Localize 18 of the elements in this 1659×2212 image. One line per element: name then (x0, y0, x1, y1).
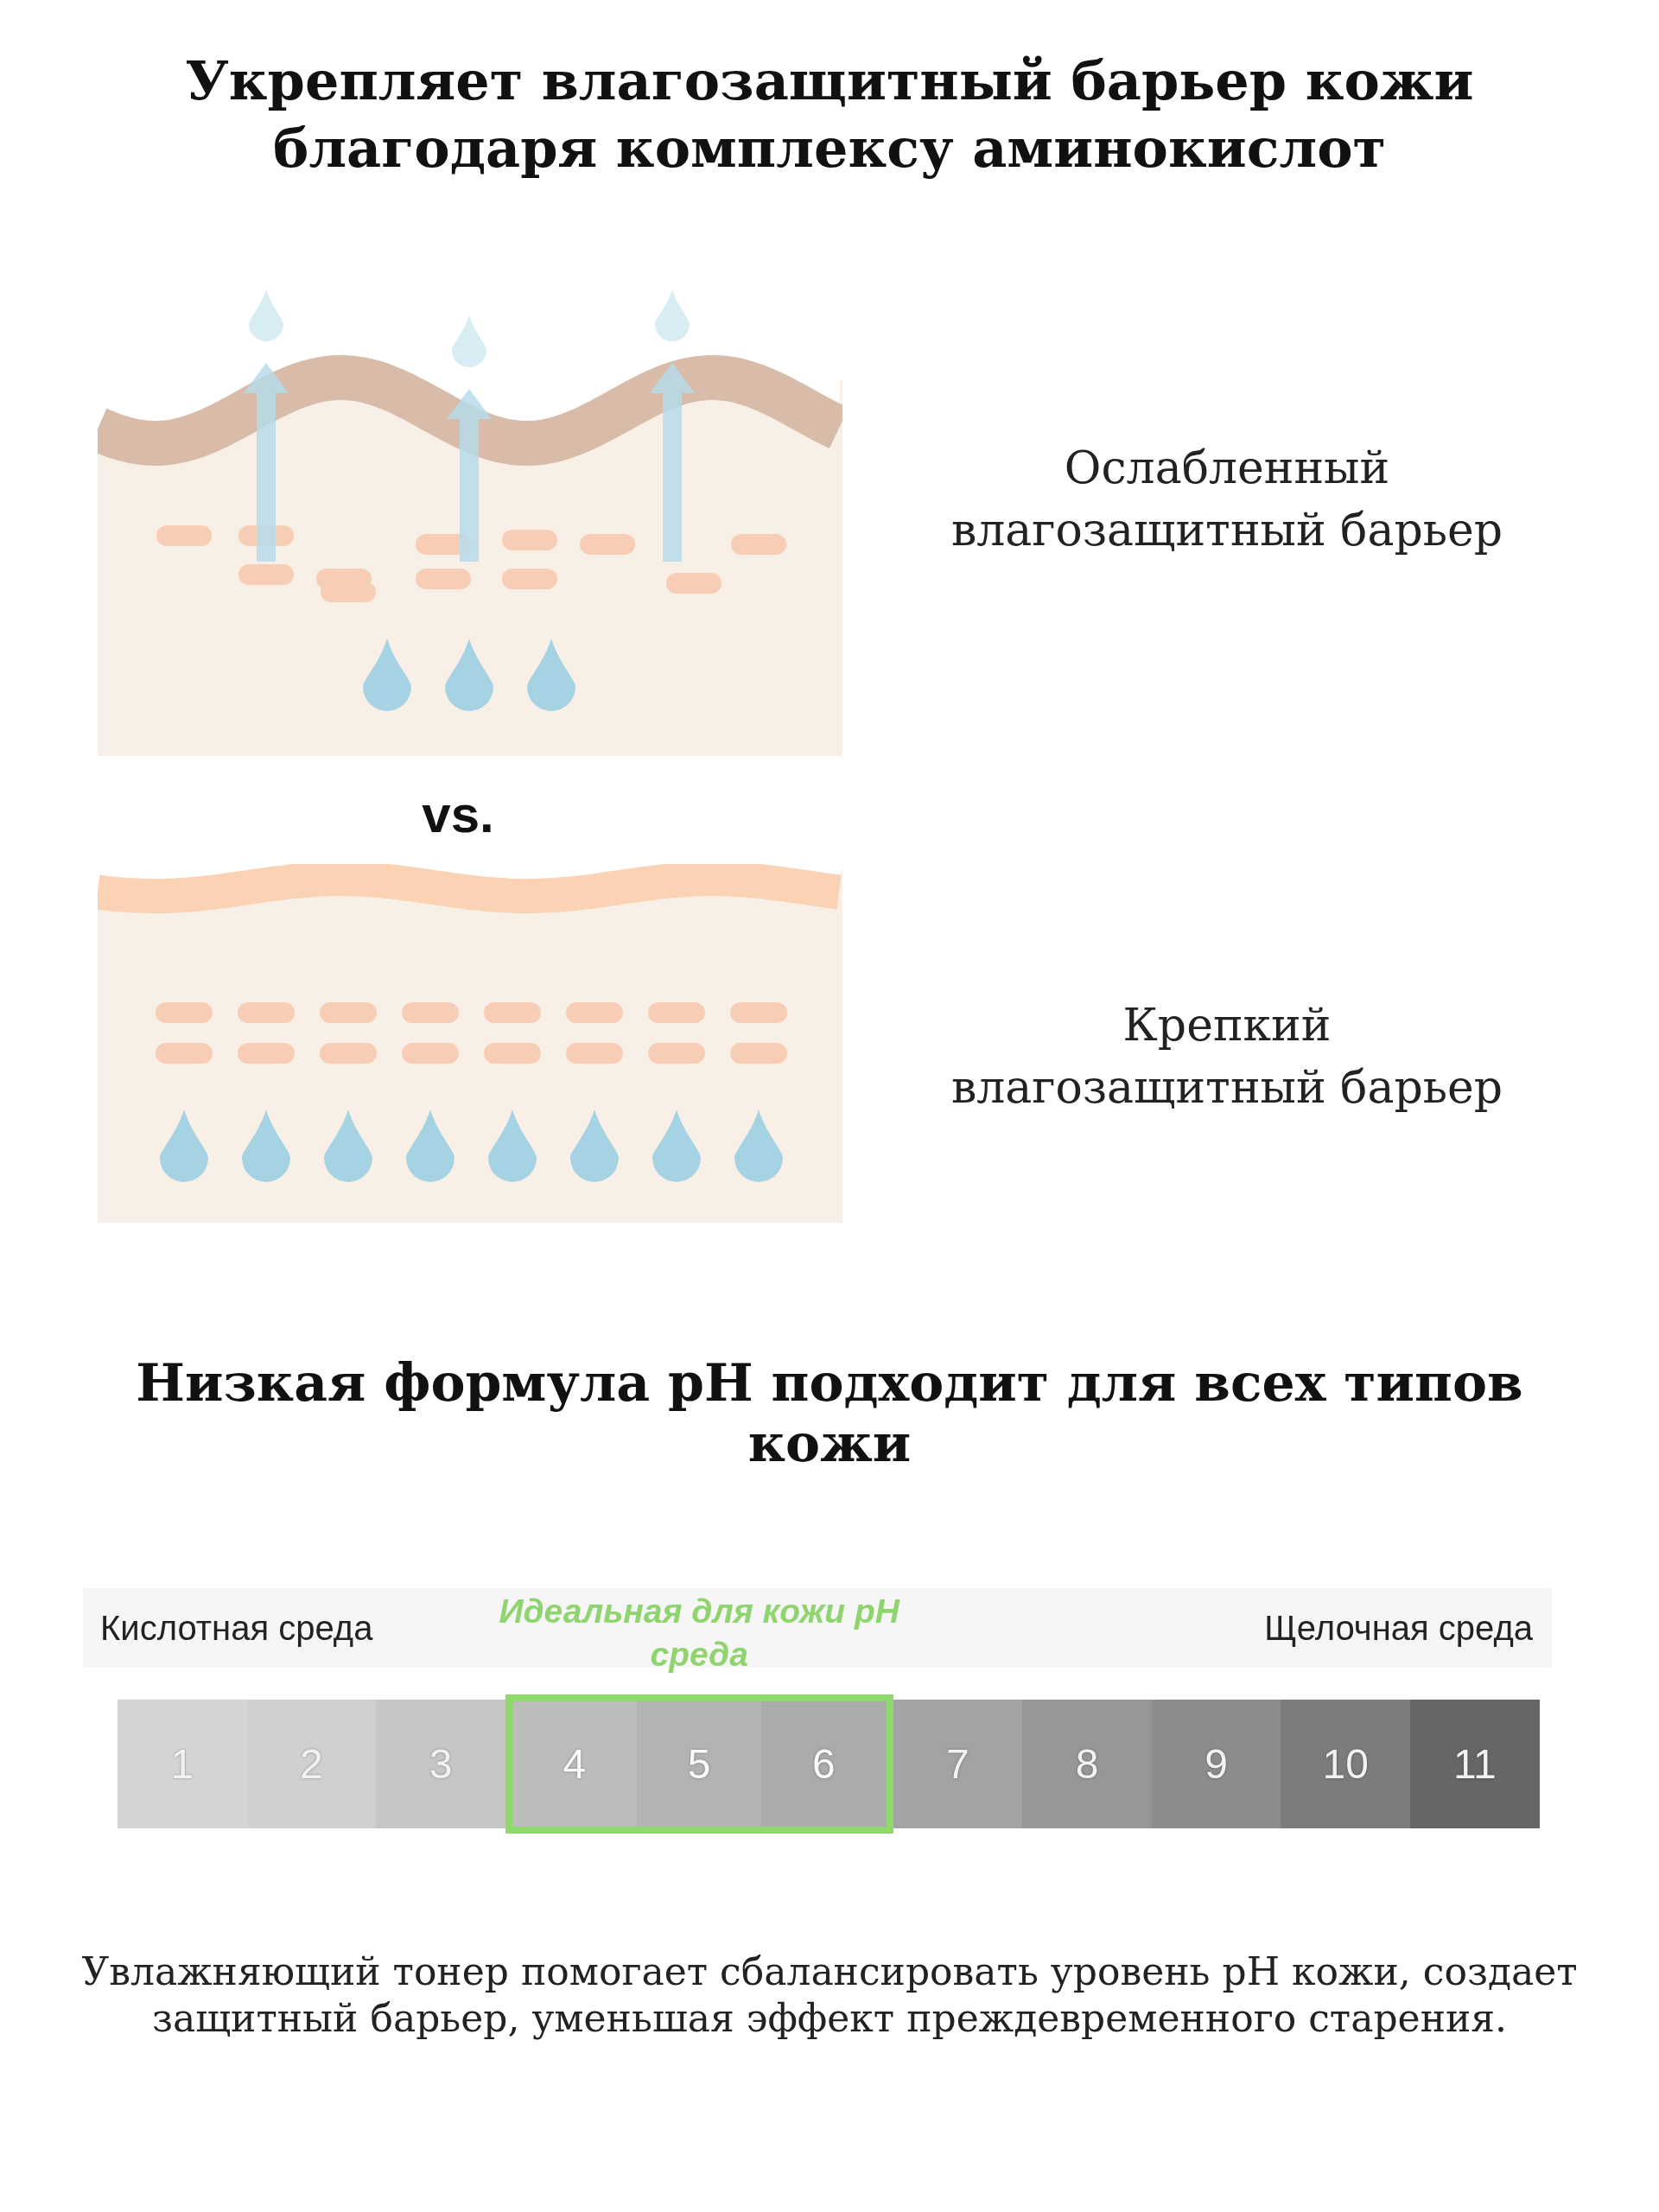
highlight-frame (505, 1694, 893, 1834)
barrier-caption: Крепкий влагозащитный барьер (950, 998, 1504, 1115)
ph-value-cell: 9 (1151, 1700, 1281, 1828)
section-heading: Низкая формула pH подходит для всех типов кожи (135, 1352, 1524, 1473)
scale-end-label: Кислотная среда (100, 1608, 373, 1649)
ph-value-cell: 7 (893, 1700, 1023, 1828)
ph-value-cell: 8 (1022, 1700, 1152, 1828)
vs-text: vs. (421, 785, 495, 845)
barrier-caption: Ослабленный влагозащитный барьер (950, 441, 1504, 557)
ph-value-cell: 11 (1410, 1700, 1540, 1828)
scale-end-label: Щелочная среда (1264, 1608, 1533, 1649)
ph-value-cell: 10 (1281, 1700, 1410, 1828)
highlight-label: Идеальная для кожи pH среда (498, 1592, 901, 1675)
ph-value-cell: 6 (761, 1701, 887, 1827)
caption: Увлажняющий тонер помогает сбалансировать уровень pH кожи, создает защитный барьер, уменьшая эффект преждевременного старения. (80, 1948, 1579, 2042)
title: Укрепляет влагозащитный барьер кожи благодаря комплексу аминокислот (184, 48, 1475, 181)
ph-value-cell: 5 (637, 1701, 762, 1827)
ph-value-cell: 4 (512, 1701, 638, 1827)
